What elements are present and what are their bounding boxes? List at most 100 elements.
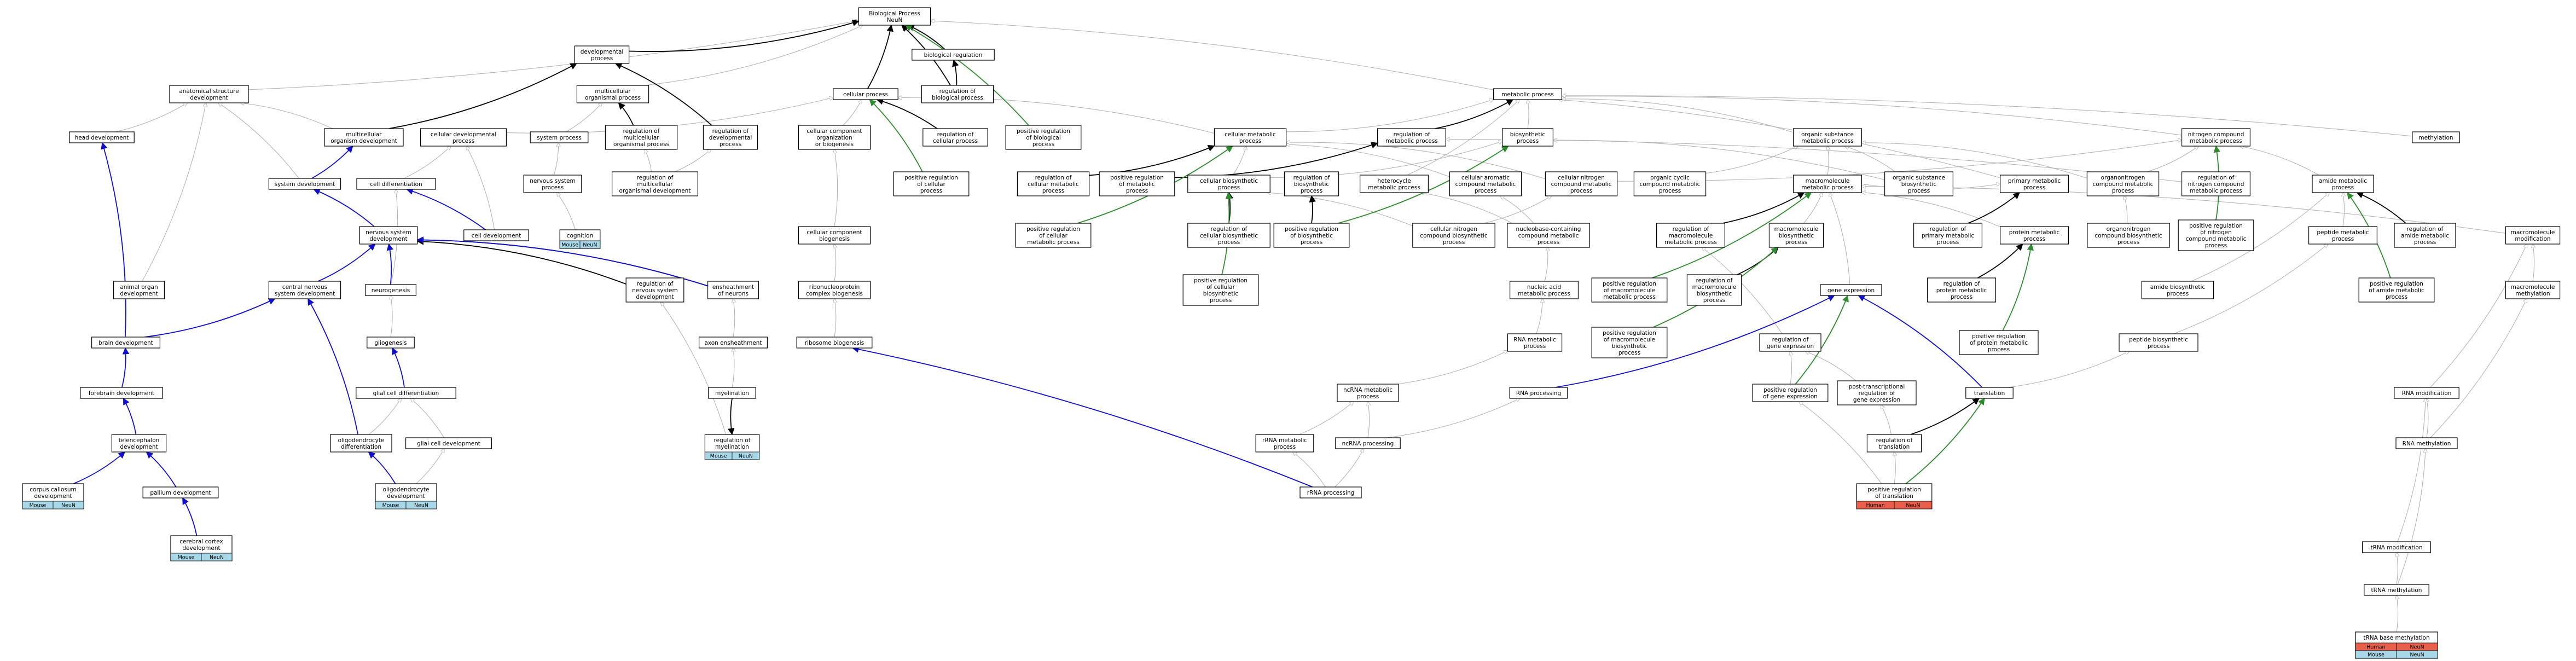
go-term-node-glialdiff[interactable]: glial cell differentiation [356, 387, 456, 399]
go-term-node-head[interactable]: head development [69, 131, 135, 143]
go-term-node-gliogen[interactable]: gliogenesis [367, 337, 415, 349]
go-term-node-neurogen[interactable]: neurogenesis [364, 284, 416, 296]
go-term-node-metab[interactable]: metabolic process [1493, 88, 1563, 100]
go-term-node-rnaproc[interactable]: RNA processing [1509, 387, 1568, 399]
go-term-node-pallium[interactable]: pallium development [142, 486, 219, 498]
go-term-node-breg[interactable]: biological regulation [912, 49, 995, 61]
go-term-node-trnamod[interactable]: tRNA modification [2362, 541, 2432, 553]
go-term-node-cell[interactable]: cellular process [833, 88, 898, 100]
go-term-node-glialdev[interactable]: glial cell development [405, 437, 492, 449]
go-term-node-rrnaproc[interactable]: rRNA processing [1299, 486, 1362, 498]
go-term-node-axon[interactable]: axon ensheathment [698, 337, 768, 349]
go-term-node-brain[interactable]: brain development [91, 337, 161, 349]
go-term-node-trnamethyl[interactable]: tRNA methylation [2364, 584, 2429, 596]
go-term-node-forebrain[interactable]: forebrain development [80, 387, 163, 399]
go-term-node-celldiff[interactable]: cell differentiation [356, 178, 436, 190]
go-term-node-sysp[interactable]: system process [530, 131, 589, 143]
go-term-node-myelin[interactable]: myelination [708, 387, 756, 399]
go-term-node-ncrnaproc[interactable]: ncRNA processing [1335, 437, 1401, 449]
go-term-node-ribobiogen[interactable]: ribosome biogenesis [796, 337, 873, 349]
go-term-node-rnamethyl[interactable]: RNA methylation [2395, 437, 2458, 449]
go-term-node-celldev[interactable]: cell development [463, 229, 529, 241]
go-term-node-sysdev[interactable]: system development [268, 178, 341, 190]
go-term-node-rnamod[interactable]: RNA modification [2394, 387, 2459, 399]
go-term-node-regmacrobio[interactable]: regulation ofmacromoleculebiosyntheticpr… [1686, 274, 1742, 306]
